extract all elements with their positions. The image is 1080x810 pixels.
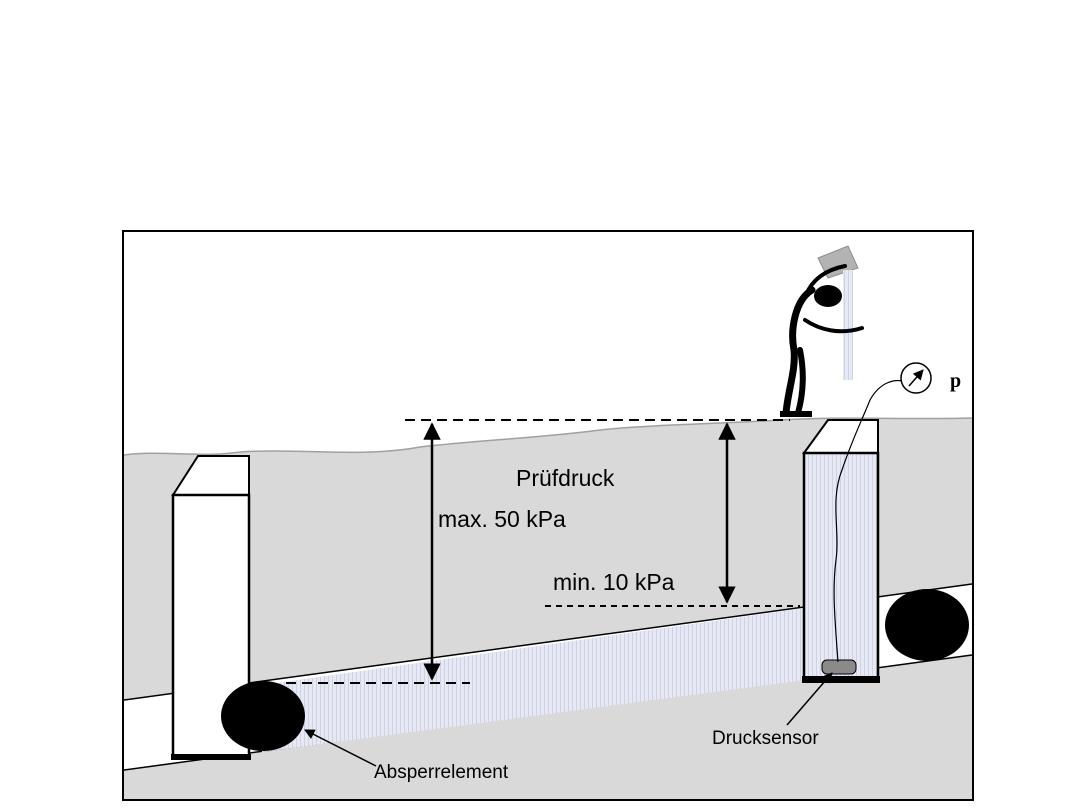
pressure-sensor-label: Drucksensor — [712, 728, 819, 749]
sensor-pointer — [786, 672, 833, 726]
left-manhole-base — [171, 754, 251, 760]
ground-surface-line — [123, 417, 973, 456]
gauge-label: p — [950, 370, 961, 392]
sensor-cable — [833, 379, 907, 663]
person-pouring-water-icon — [780, 245, 864, 417]
shutoff-plug-right — [885, 589, 969, 661]
right-manhole — [802, 451, 880, 681]
min-pressure-label: min. 10 kPa — [553, 569, 675, 595]
pressure-gauge-icon — [900, 362, 932, 394]
shutoff-pointer — [304, 729, 377, 767]
max-pressure-label: max. 50 kPa — [438, 506, 566, 532]
shutoff-plug-left — [221, 681, 305, 751]
shutoff-element-label: Absperrelement — [374, 762, 509, 783]
test-pressure-label: Prüfdruck — [516, 465, 615, 491]
right-manhole-base — [802, 676, 880, 683]
pressure-sensor — [821, 659, 857, 675]
pipe-water — [262, 608, 805, 752]
